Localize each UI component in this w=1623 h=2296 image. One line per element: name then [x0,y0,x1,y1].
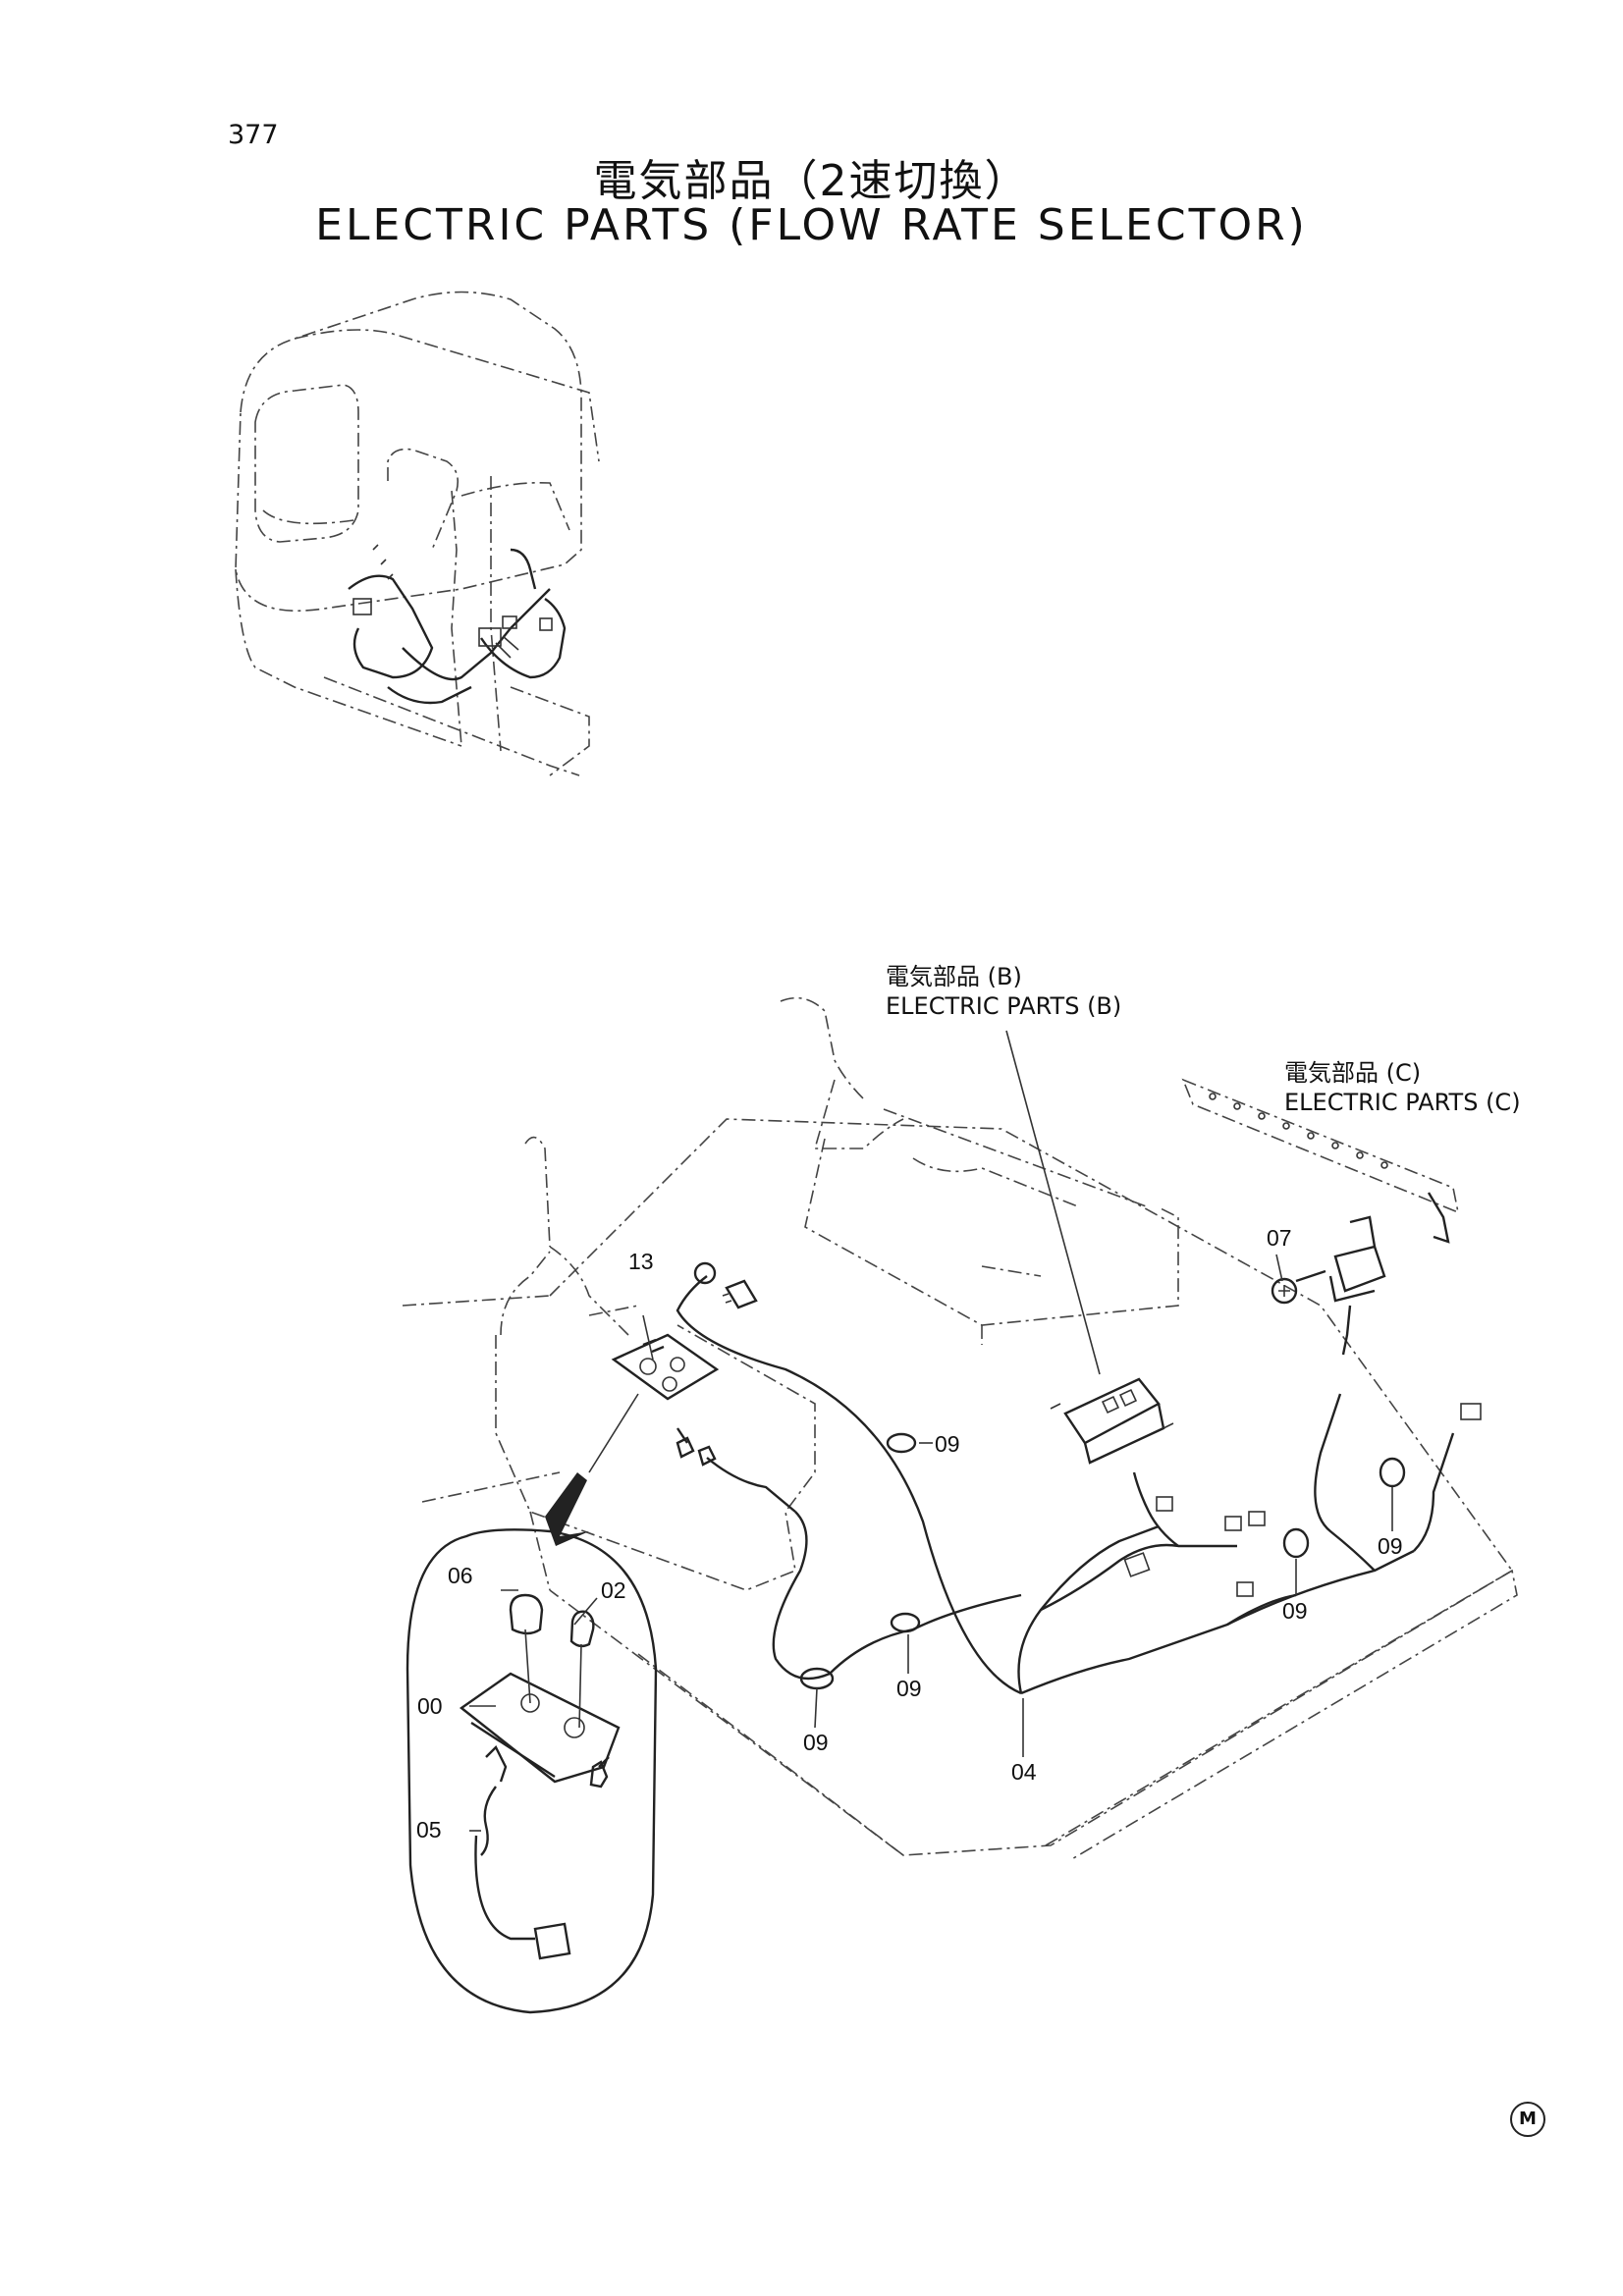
part-ref-09-bottom-left: 09 [803,1730,829,1755]
right-console [780,996,1179,1345]
part-ref-09-right-mid: 09 [1282,1598,1308,1624]
floor-plate [402,1118,1518,1861]
title-japanese: 電気部品（2速切換） [593,156,1030,206]
part-ref-09-bottom-mid: 09 [896,1676,922,1701]
part-ref-09-right: 09 [1378,1533,1403,1559]
part-ref-05: 05 [416,1817,442,1842]
part-ref-00: 00 [417,1693,443,1719]
part-ref-07: 07 [1267,1225,1292,1251]
cab-overview [235,291,600,776]
left-console [495,1136,816,1591]
connectors [1123,1403,1482,1597]
relay-module [1050,1377,1174,1465]
manufacturer-mark: M [1510,2102,1545,2137]
part-ref-06: 06 [448,1563,473,1588]
plug-connector [693,1261,758,1309]
title-english: ELECTRIC PARTS (FLOW RATE SELECTOR) [315,200,1308,250]
wiring-harness [676,1275,1455,1695]
callout-electric-parts-c: 電気部品 (C) ELECTRIC PARTS (C) [1284,1058,1521,1117]
part-ref-04: 04 [1011,1759,1037,1785]
callout-b-japanese: 電気部品 (B) [886,963,1022,990]
part-ref-13: 13 [628,1249,654,1274]
relay-bracket [1181,1078,1460,1356]
page-number: 377 [228,120,279,150]
callout-c-japanese: 電気部品 (C) [1284,1059,1422,1087]
part-ref-09-top: 09 [935,1431,960,1457]
clips [799,1432,1406,1690]
callout-c-english: ELECTRIC PARTS (C) [1284,1089,1521,1116]
callout-electric-parts-b: 電気部品 (B) ELECTRIC PARTS (B) [886,962,1121,1021]
callout-b-english: ELECTRIC PARTS (B) [886,992,1122,1020]
detail-circle [406,1393,658,2014]
part-ref-02: 02 [601,1577,626,1603]
selector-switch [611,1333,796,1513]
leader-lines [469,1030,1393,1832]
